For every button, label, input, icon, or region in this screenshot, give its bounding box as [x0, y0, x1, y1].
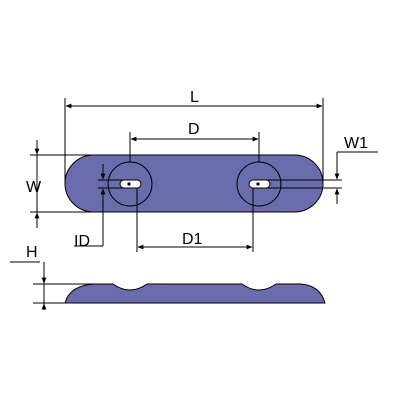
- dimension-l: L: [64, 89, 324, 183]
- dimension-d1: D1: [136, 188, 254, 252]
- plate-top-view: [64, 154, 324, 213]
- dimension-d: D: [129, 121, 260, 162]
- dimension-h: H: [10, 244, 108, 310]
- plate-side-view: [64, 283, 326, 304]
- label-w1: W1: [344, 135, 368, 152]
- label-h: H: [26, 244, 38, 261]
- dimension-w: W: [26, 140, 94, 228]
- left-bolt-hole: [107, 161, 153, 207]
- label-id: ID: [74, 233, 90, 250]
- dimension-w1: W1: [266, 135, 378, 204]
- label-w: W: [26, 179, 42, 196]
- label-d1: D1: [182, 231, 203, 248]
- right-bolt-hole: [236, 161, 282, 207]
- dimension-id: ID: [74, 164, 124, 250]
- label-l: L: [190, 89, 199, 106]
- label-d: D: [188, 121, 200, 138]
